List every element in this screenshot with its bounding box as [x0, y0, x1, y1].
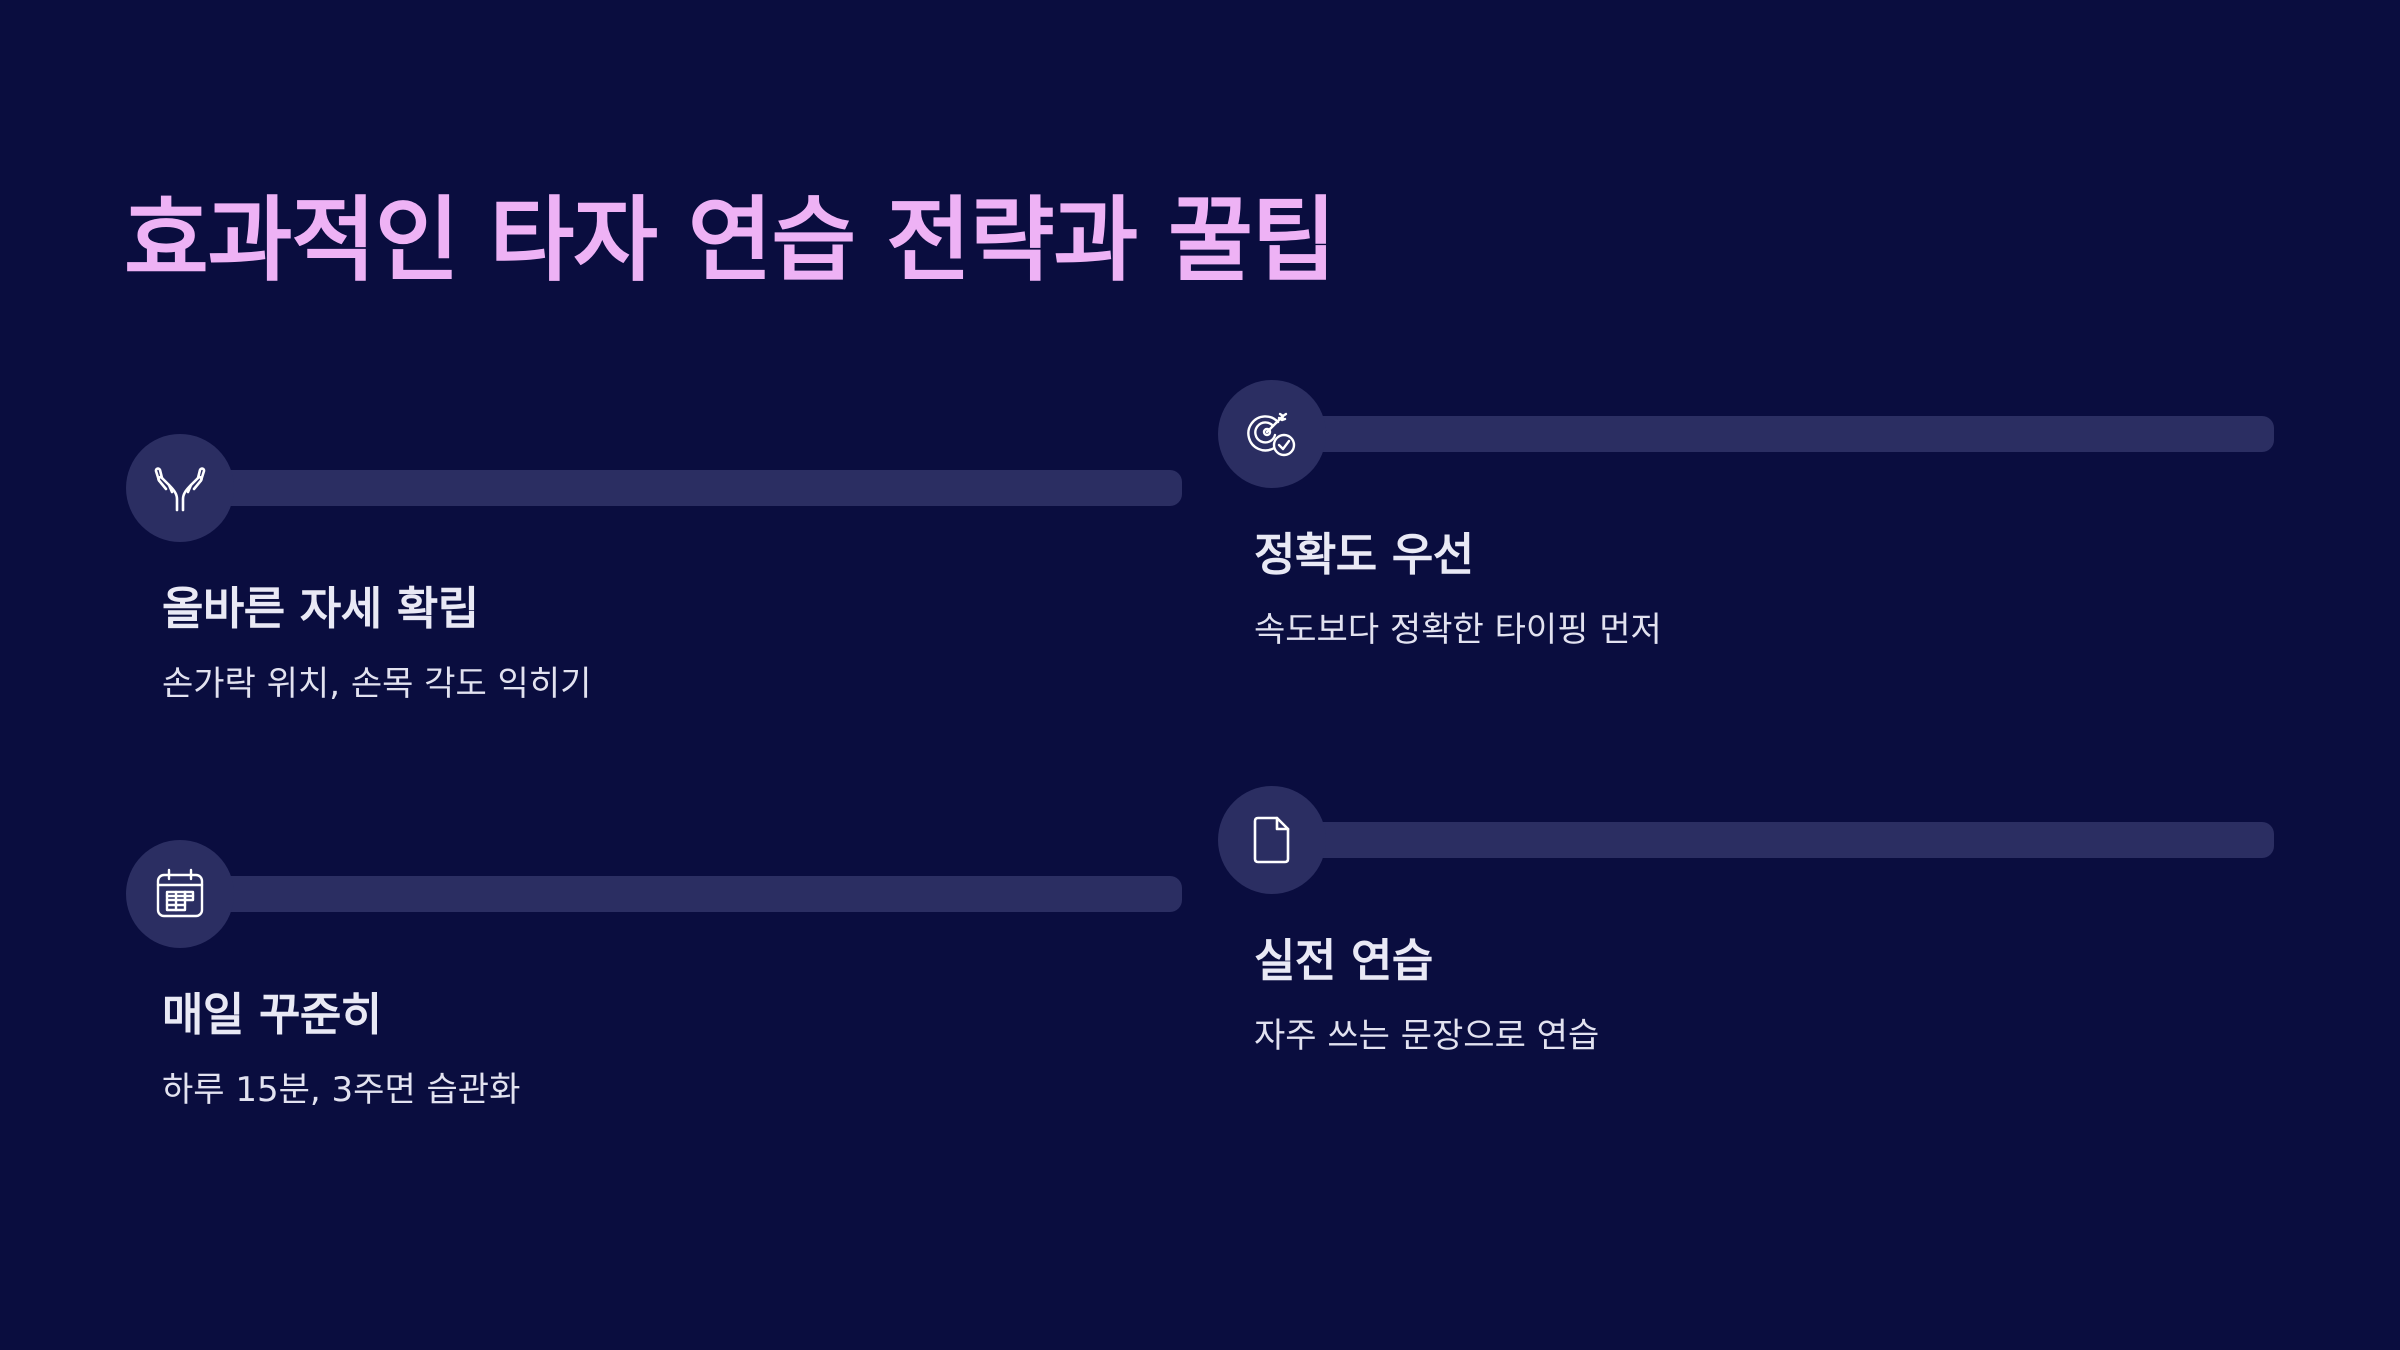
card-title: 매일 꾸준히	[162, 988, 382, 1041]
card-track	[1290, 822, 2274, 858]
card-description: 자주 쓰는 문장으로 연습	[1254, 1016, 1600, 1056]
card-description: 하루 15분, 3주면 습관화	[162, 1070, 521, 1110]
card-track	[1290, 416, 2274, 452]
card-title: 올바른 자세 확립	[162, 582, 479, 635]
hands-icon	[154, 467, 206, 512]
card-description: 속도보다 정확한 타이핑 먼저	[1254, 610, 1662, 650]
slide-title: 효과적인 타자 연습 전략과 꿀팁	[124, 187, 1336, 294]
card-accuracy: 정확도 우선 속도보다 정확한 타이핑 먼저	[1218, 380, 2278, 680]
card-posture: 올바른 자세 확립 손가락 위치, 손목 각도 익히기	[126, 434, 1186, 734]
card-description: 손가락 위치, 손목 각도 익히기	[162, 664, 592, 704]
icon-badge	[1218, 786, 1326, 894]
target-check-icon	[1247, 412, 1296, 457]
icon-badge	[126, 840, 234, 948]
card-title: 실전 연습	[1254, 934, 1433, 987]
icon-badge	[1218, 380, 1326, 488]
card-title: 정확도 우선	[1254, 528, 1474, 581]
card-daily: 매일 꾸준히 하루 15분, 3주면 습관화	[126, 840, 1186, 1140]
document-icon	[1253, 816, 1290, 864]
card-track	[198, 876, 1182, 912]
card-practice: 실전 연습 자주 쓰는 문장으로 연습	[1218, 786, 2278, 1086]
card-track	[198, 470, 1182, 506]
calendar-icon	[156, 868, 204, 918]
icon-badge	[126, 434, 234, 542]
